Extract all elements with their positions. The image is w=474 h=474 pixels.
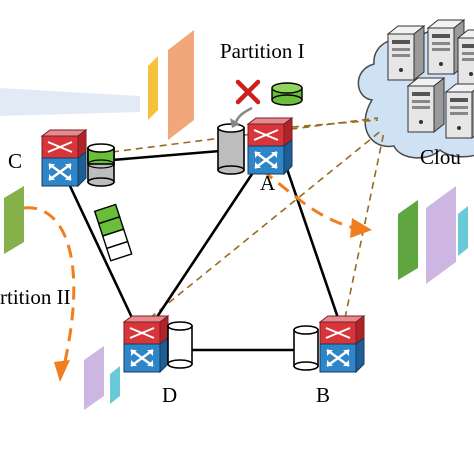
server-tower-icon [407, 77, 445, 133]
storage-cylinder-icon-a [217, 123, 245, 175]
node-b-label: B [316, 383, 330, 407]
cloud-link-d [149, 129, 383, 319]
cloud-link-c [111, 117, 379, 153]
video-frame-icon [148, 56, 158, 120]
partition-1-label: Partition I [220, 39, 305, 63]
arrowhead-icon [350, 218, 372, 238]
cloud-link-b [344, 131, 385, 319]
link-a-b [284, 165, 340, 319]
server-tower-icon [457, 29, 474, 85]
node-a-label: A [260, 171, 276, 195]
video-frame-icon [398, 200, 418, 280]
cloud-links [111, 117, 385, 319]
router-switch-icon-d [122, 314, 170, 374]
arrowhead-icon [230, 118, 240, 128]
cloud-link-a [279, 119, 379, 129]
storage-cylinder-icon-c [87, 143, 115, 187]
frame-group-left [4, 186, 24, 254]
partition-2-label: rtition II [0, 285, 71, 309]
node-c-label: C [8, 149, 22, 173]
migration-arrows [23, 168, 355, 367]
beam-shape [0, 88, 140, 116]
router-switch-icon-c [40, 128, 88, 188]
router-switch-icon-a [246, 116, 294, 176]
link-a-d [153, 167, 258, 321]
frame-group-partition-1 [148, 30, 194, 140]
link-c-d [68, 185, 136, 323]
frame-group-bottom-left [84, 346, 120, 410]
storage-disc-icon [271, 82, 303, 106]
router-switch-icon-b [318, 314, 366, 374]
frame-group-right [398, 186, 468, 284]
retry-arrow [234, 106, 253, 123]
migration-arrow-a [261, 168, 355, 230]
video-frame-icon [168, 30, 194, 140]
storage-cylinder-icon-d [167, 321, 193, 369]
server-tower-icon [445, 83, 474, 139]
cross-icon [235, 79, 261, 105]
node-d-label: D [162, 383, 177, 407]
video-frame-icon [84, 346, 104, 410]
data-block-stack-icon [93, 203, 133, 262]
server-tower-icon [387, 25, 425, 81]
migration-arrow-c [23, 206, 76, 367]
video-frame-icon [4, 186, 24, 254]
storage-cylinder-icon-b [293, 325, 319, 371]
arrowhead-icon [54, 360, 70, 382]
video-frame-icon [110, 366, 120, 404]
link-c-a [111, 148, 233, 162]
network-links [68, 148, 340, 352]
video-frame-icon [458, 206, 468, 256]
video-frame-icon [426, 186, 456, 284]
cloud-label: Clou [420, 145, 461, 169]
